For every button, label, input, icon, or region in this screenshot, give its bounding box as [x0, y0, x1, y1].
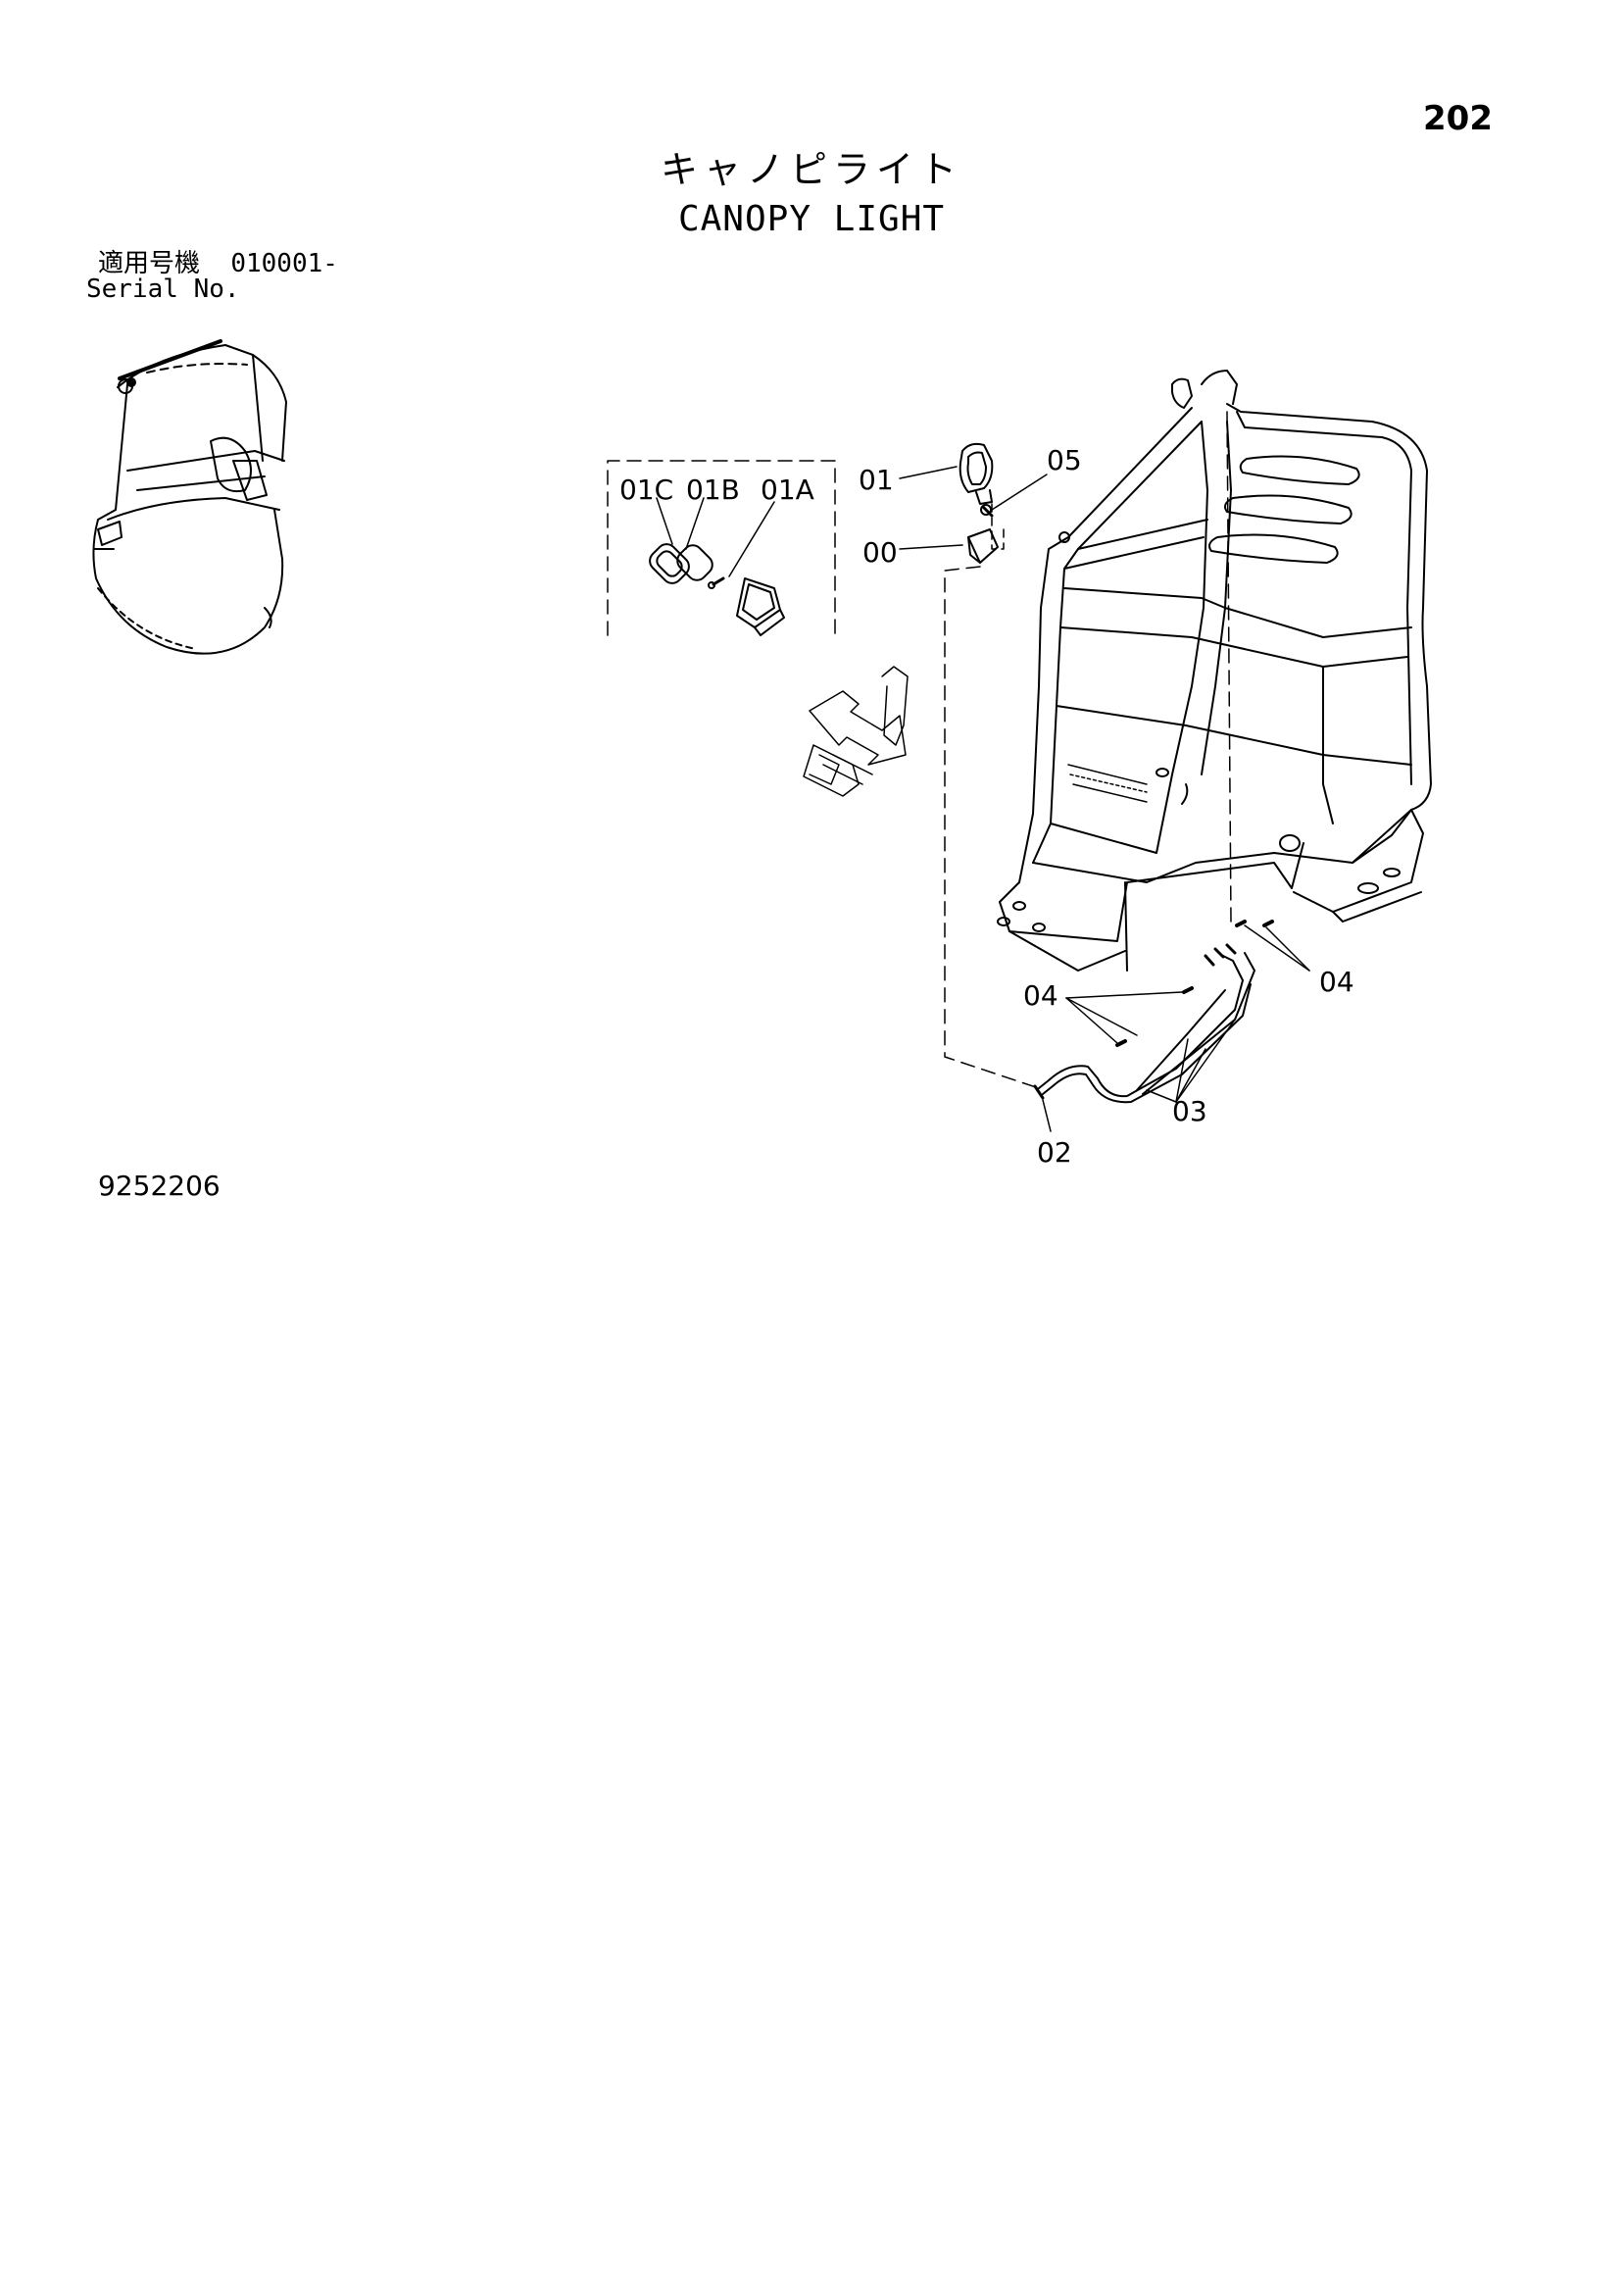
serial-range: 010001- — [230, 249, 338, 278]
drawing-number: 9252206 — [98, 1170, 221, 1202]
overview-machine-illustration — [92, 339, 287, 655]
page-number: 202 — [1423, 99, 1493, 138]
callout-01: 01 — [859, 464, 894, 496]
callout-01b: 01B — [686, 474, 740, 506]
serial-label-english: Serial No. — [86, 275, 240, 304]
title-english: CANOPY LIGHT — [677, 199, 946, 239]
callout-02: 02 — [1037, 1136, 1072, 1169]
callout-00: 00 — [862, 536, 898, 569]
title-japanese: キャノピライト — [660, 148, 962, 191]
callout-01a: 01A — [761, 474, 814, 506]
callout-04-left: 04 — [1023, 979, 1058, 1012]
serial-label-japanese: 適用号機 — [98, 249, 201, 278]
front-direction-arrow — [803, 666, 909, 797]
callout-04-right: 04 — [1319, 966, 1354, 998]
exploded-lamp-parts-box — [607, 460, 836, 636]
canopy-light-assembly — [899, 442, 1048, 1089]
canopy-frame-illustration — [997, 370, 1432, 972]
callout-03: 03 — [1172, 1095, 1207, 1127]
callout-05: 05 — [1047, 444, 1082, 476]
serial-line: 適用号機 010001- — [98, 251, 338, 276]
callout-01c: 01C — [619, 474, 674, 506]
wire-harness-illustration — [1033, 920, 1310, 1132]
